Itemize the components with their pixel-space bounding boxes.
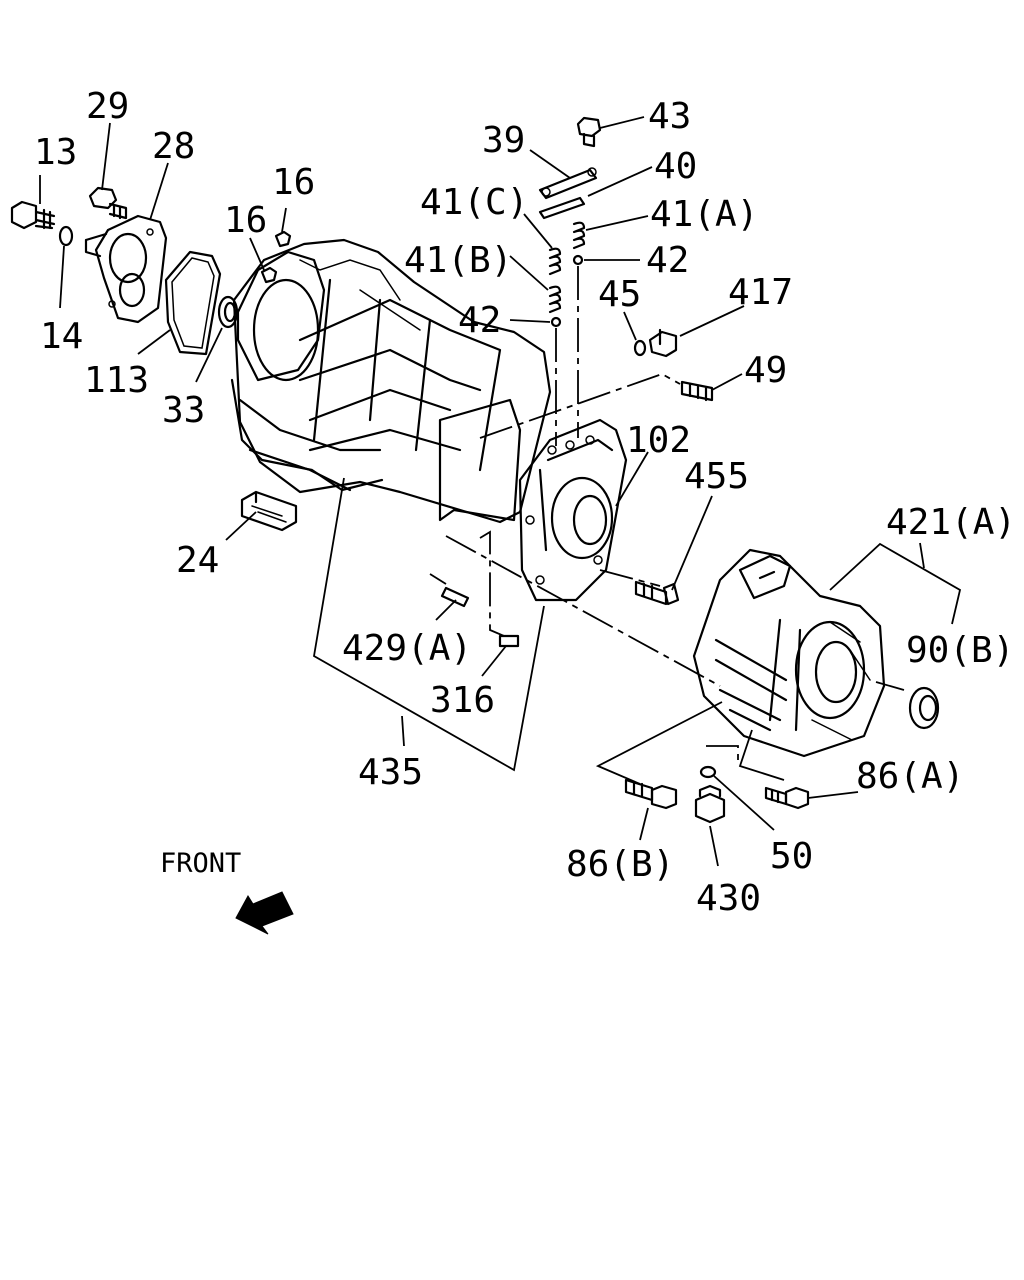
part-429a-dowel (440, 586, 470, 608)
callout-429a: 429(A) (342, 628, 472, 669)
callout-113: 113 (84, 360, 149, 401)
part-86a-bolt (764, 786, 810, 810)
callout-417: 417 (728, 272, 793, 313)
callout-33: 33 (162, 390, 205, 431)
callout-42-right: 42 (646, 240, 689, 281)
callout-41c: 41(C) (420, 182, 528, 223)
callout-455: 455 (684, 456, 749, 497)
callout-50: 50 (770, 836, 813, 877)
callout-42-left: 42 (458, 300, 501, 341)
callout-29: 29 (86, 86, 129, 127)
part-430-drain-plug (694, 784, 726, 824)
callout-86b: 86(B) (566, 844, 674, 885)
front-label: FRONT (160, 848, 241, 879)
callout-28: 28 (152, 126, 195, 167)
part-50-o-ring (699, 765, 717, 779)
part-49-stud (680, 380, 714, 402)
part-90b-oil-seal (908, 686, 940, 730)
part-435-main-case (230, 238, 552, 524)
callout-39: 39 (482, 120, 525, 161)
callout-41b: 41(B) (404, 240, 512, 281)
assembly-lines (429, 266, 739, 760)
callout-16-right: 16 (272, 162, 315, 203)
part-421a-extension-housing (692, 548, 886, 758)
part-16-dowel-b (274, 230, 292, 248)
callout-316: 316 (430, 680, 495, 721)
part-14-washer (58, 225, 74, 247)
part-24-rubber-mount (240, 490, 298, 532)
part-113-gasket (164, 250, 222, 356)
callout-14: 14 (40, 316, 83, 357)
callout-43: 43 (648, 96, 691, 137)
part-40-plate (538, 196, 586, 220)
front-indicator: FRONT (160, 848, 294, 935)
callout-90b: 90(B) (906, 630, 1014, 671)
callout-86a: 86(A) (856, 756, 964, 797)
part-16-dowel-a (260, 266, 278, 284)
front-arrow-icon (235, 891, 294, 935)
part-102-intermediate-plate (518, 418, 628, 602)
part-417-plug (648, 328, 678, 358)
callout-labels: 13 29 28 14 113 33 16 16 24 39 43 40 41(… (34, 86, 1016, 919)
callout-40: 40 (654, 146, 697, 187)
leader-lines (39, 116, 962, 867)
part-86b-bolt (624, 778, 678, 810)
part-13-plug-bolt (10, 200, 56, 230)
callout-24: 24 (176, 540, 219, 581)
callout-49: 49 (744, 350, 787, 391)
part-42-balls (550, 254, 584, 328)
callout-435: 435 (358, 752, 423, 793)
part-43-bolt (576, 116, 602, 148)
part-29-bolt (88, 186, 128, 220)
callout-41a: 41(A) (650, 194, 758, 235)
part-28-cover (84, 214, 168, 324)
part-455-screw (634, 580, 680, 606)
part-45-washer (633, 339, 647, 357)
part-41-springs (548, 221, 586, 314)
callout-102: 102 (626, 420, 691, 461)
callout-16-left: 16 (224, 200, 267, 241)
part-39-stopper (538, 167, 598, 200)
callout-421a: 421(A) (886, 502, 1016, 543)
callout-13: 13 (34, 132, 77, 173)
callout-430: 430 (696, 878, 761, 919)
part-316-key (498, 634, 520, 648)
callout-45: 45 (598, 274, 641, 315)
